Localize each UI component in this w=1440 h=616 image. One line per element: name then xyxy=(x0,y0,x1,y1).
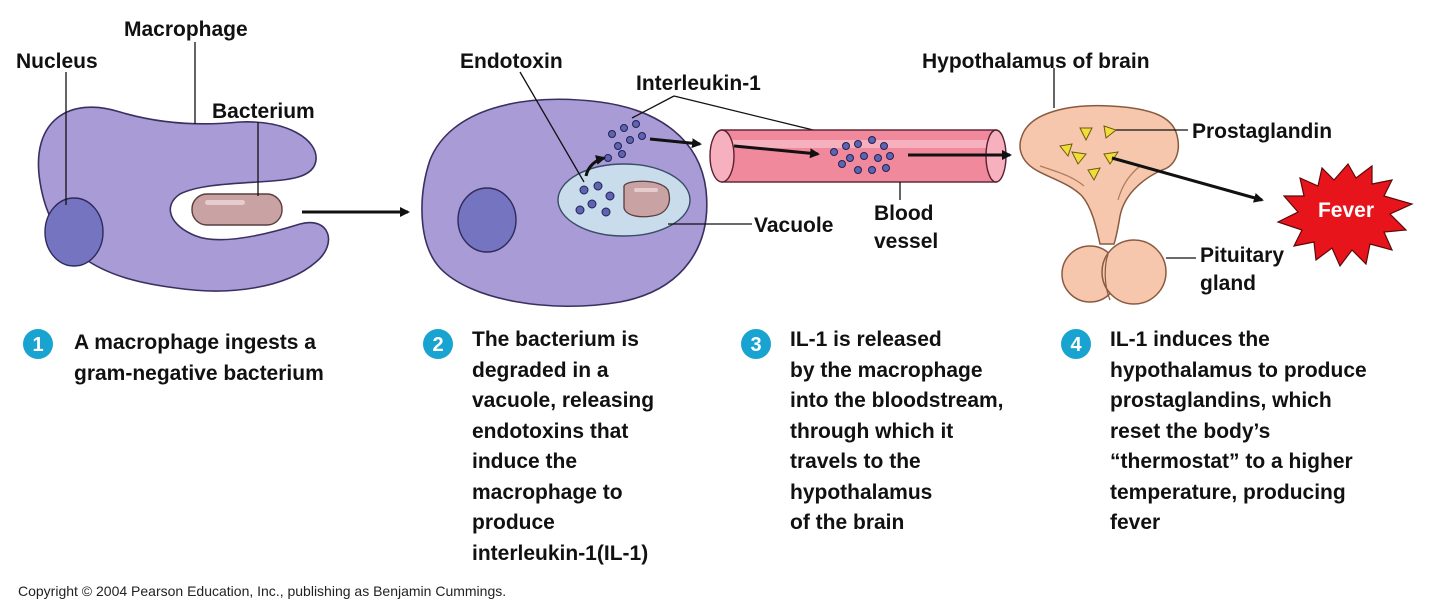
brain-fold-2 xyxy=(1117,165,1141,201)
panel-3: Blood vessel xyxy=(709,129,1012,253)
svg-text:1: 1 xyxy=(32,334,43,356)
pituitary-label-2: gland xyxy=(1200,272,1256,295)
prostaglandin-triangles xyxy=(1059,125,1120,182)
nucleus-2 xyxy=(457,187,517,253)
pituitary-label-1: Pituitary xyxy=(1200,244,1284,267)
blood-vessel-label-2: vessel xyxy=(874,230,938,253)
nucleus xyxy=(44,197,104,267)
panel-1: Nucleus Macrophage Bacterium xyxy=(16,18,410,292)
macrophage-label: Macrophage xyxy=(124,18,248,41)
svg-text:4: 4 xyxy=(1070,334,1082,356)
arrow-to-fever xyxy=(1111,156,1264,203)
step-badge-1: 1 xyxy=(23,329,53,359)
bacterium-highlight xyxy=(205,200,245,205)
degraded-bacterium-highlight xyxy=(634,188,658,192)
brain-fold-1 xyxy=(1039,165,1085,187)
step-1-text: A macrophage ingests a gram-negative bac… xyxy=(74,331,324,385)
bacterium xyxy=(191,193,283,226)
fever-burst xyxy=(1276,162,1414,268)
endotoxin-label: Endotoxin xyxy=(460,50,563,73)
step-4-text: IL-1 induces the hypothalamus to produce… xyxy=(1110,328,1367,534)
svg-text:3: 3 xyxy=(750,334,761,356)
step-badge-3: 3 xyxy=(741,329,771,359)
nucleus-label: Nucleus xyxy=(16,50,98,73)
il1-dots-cell xyxy=(604,120,646,162)
fever-label: Fever xyxy=(1318,199,1374,222)
hypothalamus xyxy=(1019,104,1180,245)
panel-2: Endotoxin Interleukin-1 Vacuole xyxy=(421,50,847,308)
bacterium-label: Bacterium xyxy=(212,100,315,123)
vacuole-label: Vacuole xyxy=(754,214,833,237)
endotoxin-dots xyxy=(575,181,615,217)
blood-vessel-label-1: Blood xyxy=(874,202,933,225)
prostaglandin-label: Prostaglandin xyxy=(1192,120,1332,143)
release-arrow xyxy=(584,155,606,177)
il1-dots-vessel xyxy=(830,136,894,174)
step-2-text: The bacterium is degraded in a vacuole, … xyxy=(472,328,655,565)
arrow-2-to-3 xyxy=(649,137,702,149)
il1-flow-arrow xyxy=(733,144,820,159)
panel-4: Hypothalamus of brain Prostaglandin Pitu… xyxy=(922,50,1414,305)
vessel-opening-left xyxy=(709,129,735,183)
svg-text:2: 2 xyxy=(432,334,443,356)
step-badge-2: 2 xyxy=(423,329,453,359)
macrophage-cell xyxy=(37,106,330,292)
hypothalamus-label: Hypothalamus of brain xyxy=(922,50,1150,73)
il1-leader-a xyxy=(631,95,675,119)
copyright-notice: Copyright © 2004 Pearson Education, Inc.… xyxy=(18,583,507,599)
degraded-bacterium xyxy=(623,180,671,218)
step-badge-4: 4 xyxy=(1061,329,1091,359)
step-3-text: IL-1 is released by the macrophage into … xyxy=(790,328,1004,534)
endotoxin-leader xyxy=(519,71,585,183)
interleukin-label: Interleukin-1 xyxy=(636,72,761,95)
pituitary-gland xyxy=(1061,239,1167,305)
